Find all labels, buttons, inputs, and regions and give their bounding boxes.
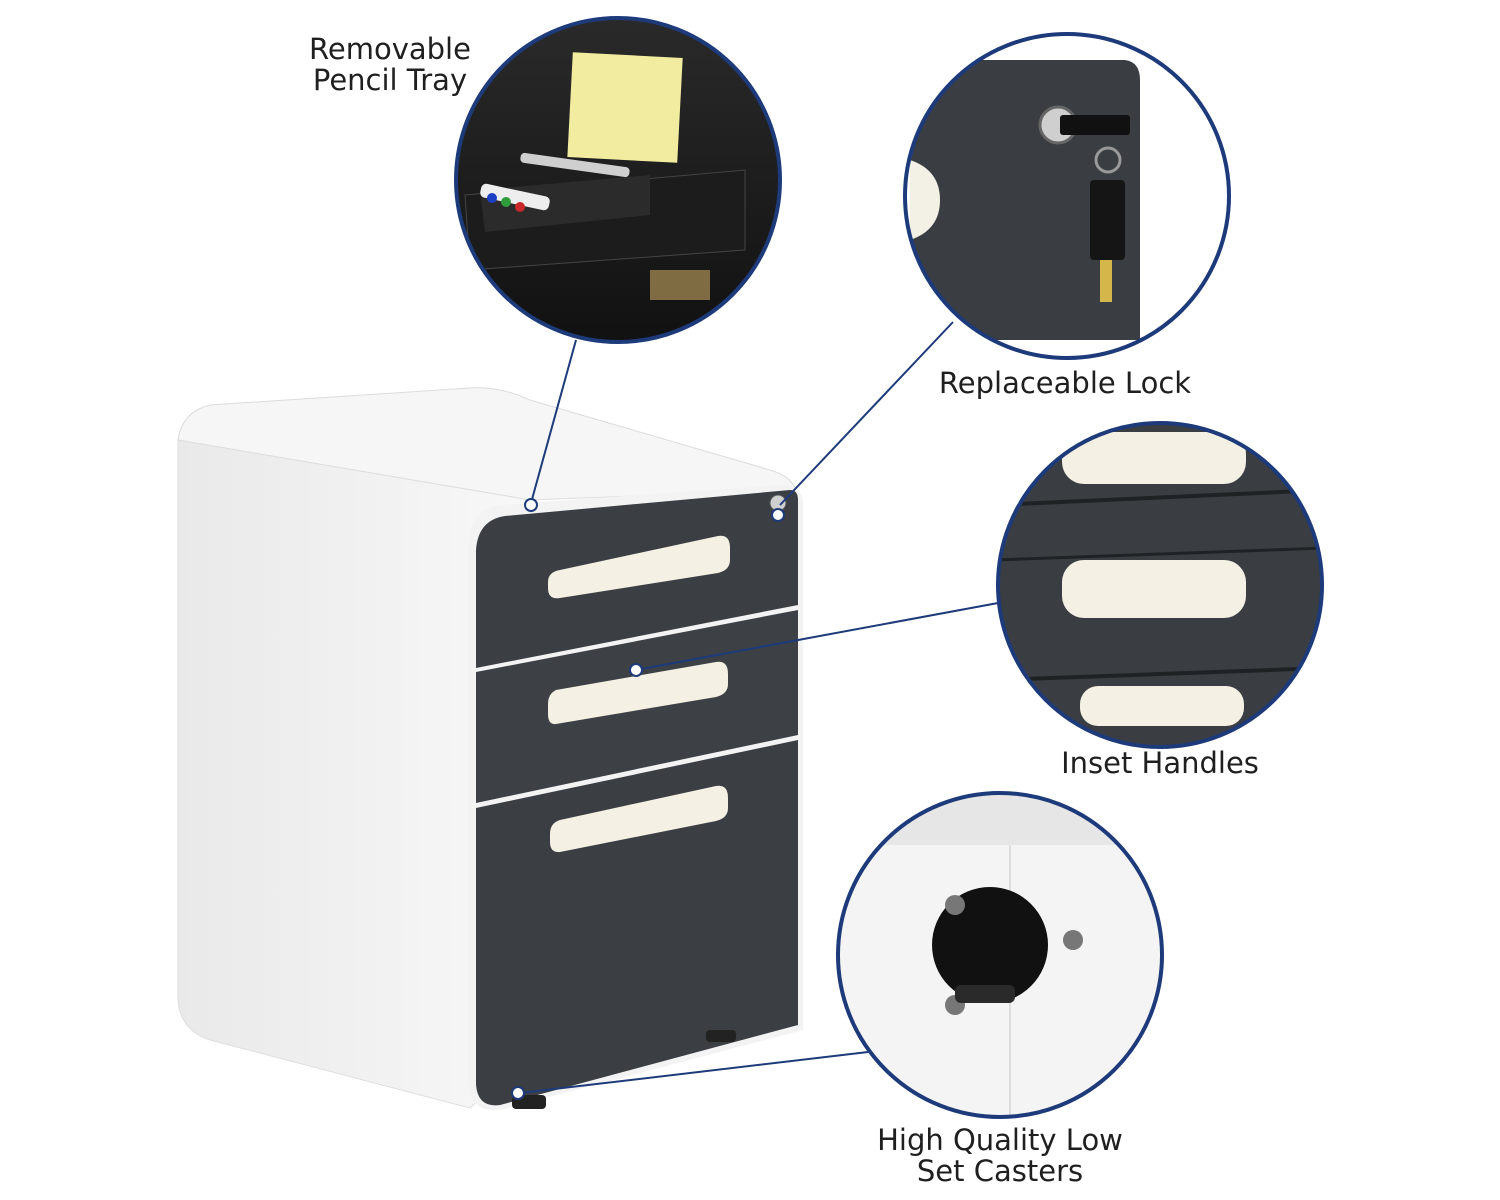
callout-label-lock: Replaceable Lock xyxy=(910,368,1220,399)
file-cabinet xyxy=(177,387,803,1111)
callout-pencil-tray-line2: Pencil Tray xyxy=(312,63,468,97)
callout-casters-line2: Set Casters xyxy=(916,1154,1084,1188)
leader-dots xyxy=(511,498,785,1100)
callout-lock-text: Replaceable Lock xyxy=(938,366,1192,400)
pencil-tray-closeup xyxy=(454,16,782,344)
callout-pencil-tray-line1: Removable xyxy=(309,32,471,66)
handles-closeup xyxy=(996,421,1324,749)
lock-closeup xyxy=(903,32,1231,360)
callout-label-pencil-tray: Removable Pencil Tray xyxy=(270,34,510,96)
callout-casters-line1: High Quality Low xyxy=(877,1123,1123,1157)
drawer-handles xyxy=(548,535,730,853)
cabinet-top xyxy=(177,387,796,501)
callout-label-casters: High Quality Low Set Casters xyxy=(840,1125,1160,1187)
leader-lines xyxy=(519,321,999,1094)
caster-back xyxy=(706,1030,736,1042)
caster-closeup xyxy=(836,791,1164,1119)
callout-label-handles: Inset Handles xyxy=(1030,748,1290,779)
callout-handles-text: Inset Handles xyxy=(1061,746,1259,780)
